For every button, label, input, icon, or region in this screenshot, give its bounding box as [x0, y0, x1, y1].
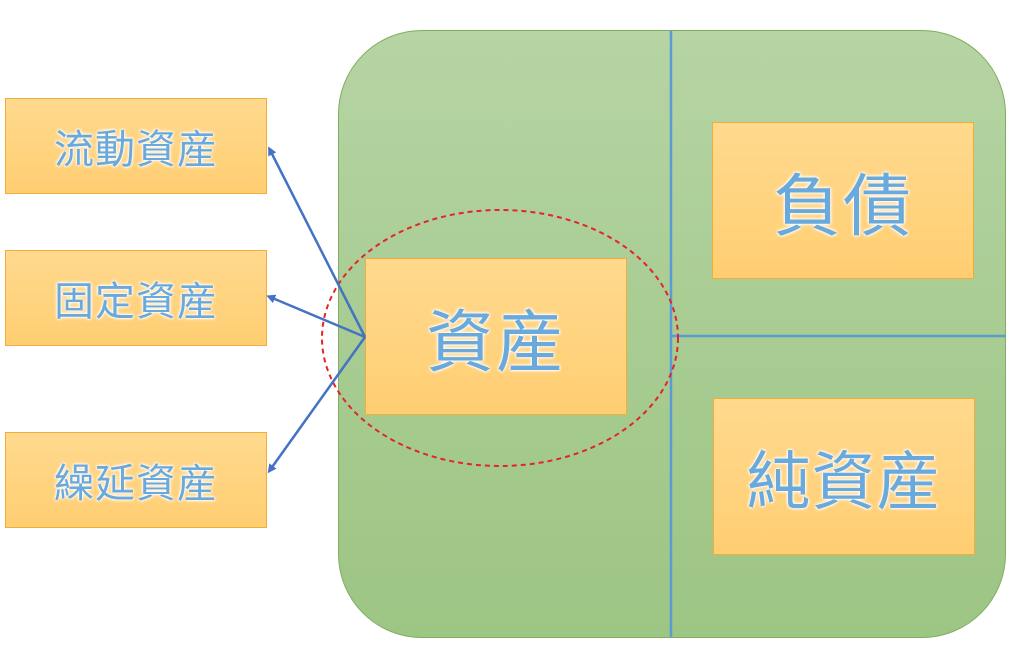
liabilities-box: 負債 — [712, 122, 974, 279]
assets-label: 資産 — [425, 304, 566, 383]
net-assets-label: 純資産 — [746, 445, 942, 520]
deferred-assets-box: 繰延資産 — [5, 432, 267, 528]
liabilities-label: 負債 — [772, 168, 913, 247]
current-assets-box: 流動資産 — [5, 98, 267, 194]
current-assets-label: 流動資産 — [54, 127, 218, 173]
net-assets-box: 純資産 — [713, 398, 975, 555]
deferred-assets-label: 繰延資産 — [54, 461, 218, 507]
fixed-assets-label: 固定資産 — [54, 279, 218, 325]
assets-box: 資産 — [365, 258, 627, 415]
fixed-assets-box: 固定資産 — [5, 250, 267, 346]
